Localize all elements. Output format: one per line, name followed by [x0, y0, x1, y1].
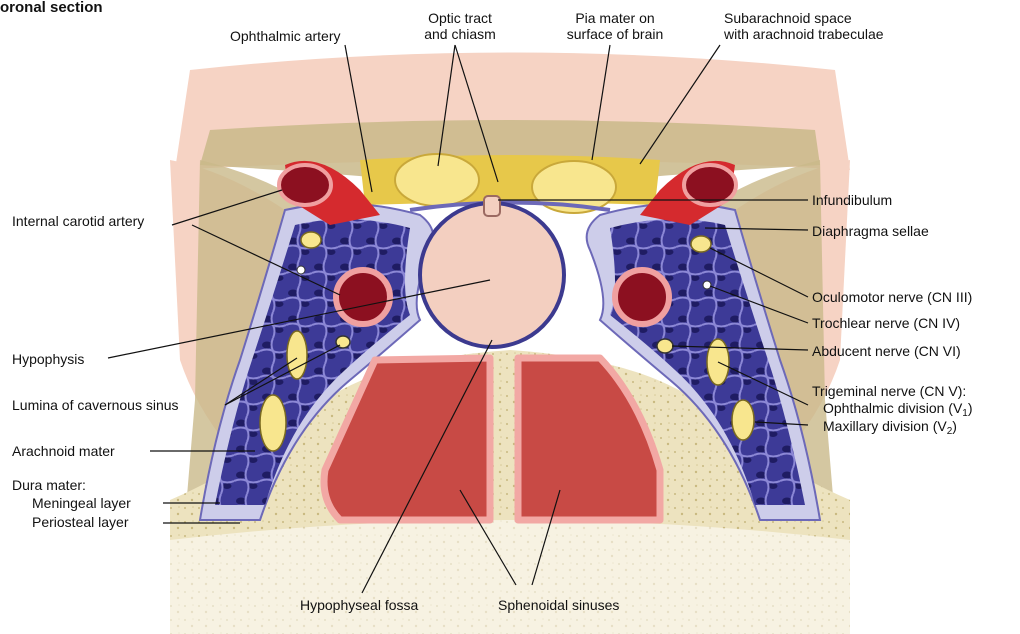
label-internal-carotid-artery: Internal carotid artery [12, 213, 144, 229]
nerve-trochlear-right [703, 281, 711, 289]
label-maxillary-division: Maxillary division (V2) [823, 418, 957, 434]
nerve-oculomotor-right [691, 236, 711, 252]
label-trochlear-nerve: Trochlear nerve (CN IV) [812, 315, 960, 331]
label-oculomotor-nerve: Oculomotor nerve (CN III) [812, 289, 972, 305]
nerve-maxillary-right [732, 400, 754, 440]
label-optic-tract-line2: and chiasm [415, 26, 505, 42]
label-sphenoidal-sinuses: Sphenoidal sinuses [498, 597, 619, 613]
label-ophthalmic-division: Ophthalmic division (V1) [823, 400, 973, 416]
nerve-maxillary-left [260, 395, 286, 451]
ophthalmic-division-text: Ophthalmic division (V [823, 400, 962, 416]
label-subarachnoid-line1: Subarachnoid space [724, 10, 852, 26]
infundibulum-stalk [484, 196, 500, 216]
label-hypophysis: Hypophysis [12, 351, 84, 367]
label-optic-tract-line1: Optic tract [415, 10, 505, 26]
sphenoidal-sinus-left [324, 358, 490, 520]
label-ophthalmic-artery: Ophthalmic artery [230, 28, 340, 44]
figure-title: oronal section [0, 0, 103, 16]
label-periosteal-layer: Periosteal layer [32, 514, 129, 530]
label-lumina-cavernous-sinus: Lumina of cavernous sinus [12, 397, 179, 413]
label-abducent-nerve: Abducent nerve (CN VI) [812, 343, 961, 359]
carotid-cavernous-right [615, 270, 669, 324]
label-pia-mater-line1: Pia mater on [550, 10, 680, 26]
hypophysis [420, 203, 564, 347]
label-infundibulum: Infundibulum [812, 192, 892, 208]
ophthalmic-division-subscript: 1 [962, 408, 968, 419]
nerve-ophthalmic-left [287, 331, 307, 379]
label-diaphragma-sellae: Diaphragma sellae [812, 223, 929, 239]
label-trigeminal-nerve: Trigeminal nerve (CN V): [812, 383, 966, 399]
nerve-abducent-right [657, 339, 673, 353]
bone-lower-edge [170, 520, 850, 634]
label-meningeal-layer: Meningeal layer [32, 495, 131, 511]
label-arachnoid-mater: Arachnoid mater [12, 443, 115, 459]
nerve-trochlear-left [297, 266, 305, 274]
maxillary-division-text: Maxillary division (V [823, 418, 947, 434]
carotid-cavernous-left [336, 270, 390, 324]
maxillary-division-subscript: 2 [947, 426, 953, 437]
optic-nerve-left [395, 154, 479, 206]
label-pia-mater-line2: surface of brain [550, 26, 680, 42]
label-hypophyseal-fossa: Hypophyseal fossa [300, 597, 418, 613]
label-subarachnoid-line2: with arachnoid trabeculae [724, 26, 884, 42]
label-dura-mater: Dura mater: [12, 477, 86, 493]
nerve-oculomotor-left [301, 232, 321, 248]
